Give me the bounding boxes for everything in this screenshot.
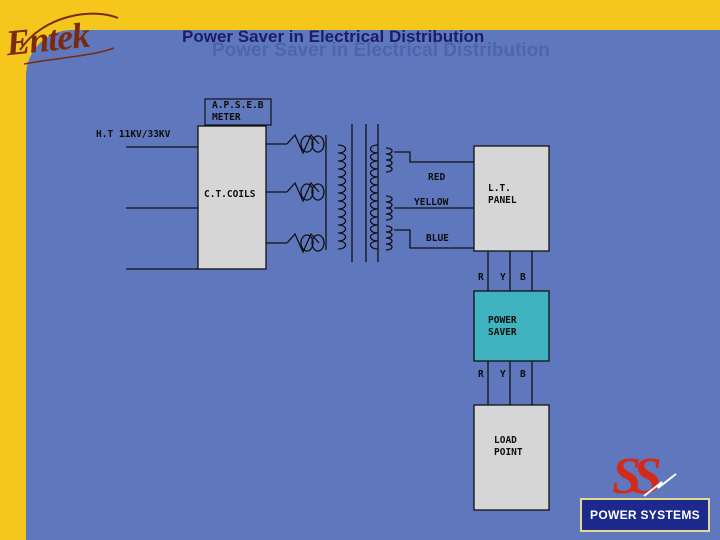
power-saver-line2: SAVER <box>488 327 517 338</box>
page-title-shadow: Power Saver in Electrical Distribution <box>212 40 550 61</box>
meter-label-line1: A.P.S.E.B <box>212 100 264 111</box>
phase-y-top: Y <box>500 272 506 283</box>
yellow-phase-label: YELLOW <box>414 197 449 208</box>
meter-label: A.P.S.E.B METER <box>212 100 263 124</box>
phase-r-mid: R <box>478 369 484 380</box>
phase-y-mid: Y <box>500 369 506 380</box>
lt-panel-line1: L.T. <box>488 183 511 194</box>
ht-supply-label: H.T 11KV/33KV <box>96 129 171 140</box>
phase-b-mid: B <box>520 369 526 380</box>
blue-phase-label: BLUE <box>426 233 449 244</box>
ct-coils-label: C.T.COILS <box>204 189 256 200</box>
ss-logo: SS <box>612 448 662 505</box>
load-point-line1: LOAD <box>494 435 517 446</box>
ct-coil-icon <box>286 133 325 155</box>
logo-swoosh-icon <box>19 12 119 65</box>
load-point-line2: POINT <box>494 447 523 458</box>
power-systems-badge: POWER SYSTEMS <box>580 498 710 532</box>
red-phase-label: RED <box>428 172 446 183</box>
content-panel <box>26 30 720 540</box>
load-point-label: LOAD POINT <box>494 435 523 459</box>
page-title: Power Saver in Electrical Distribution <box>182 27 485 46</box>
power-saver-label: POWER SAVER <box>488 315 517 339</box>
lt-panel-line2: PANEL <box>488 195 517 206</box>
power-saver-line1: POWER <box>488 315 517 326</box>
meter-label-line2: METER <box>212 112 241 123</box>
ct-coil-icon <box>286 232 325 254</box>
lt-panel-label: L.T. PANEL <box>488 183 517 207</box>
ct-coil-icon <box>286 181 325 203</box>
meter-box <box>204 98 272 126</box>
phase-b-top: B <box>520 272 526 283</box>
lightning-icon <box>643 473 677 497</box>
phase-r-top: R <box>478 272 484 283</box>
